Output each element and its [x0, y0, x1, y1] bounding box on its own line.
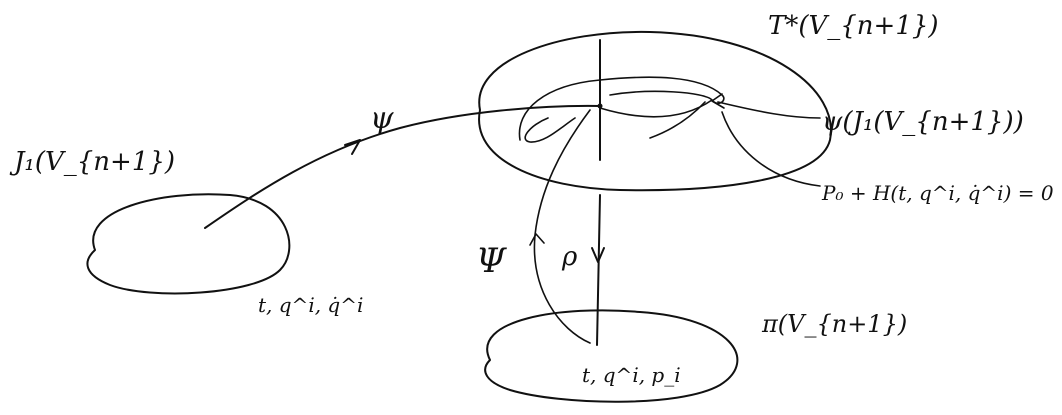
psi-map-label: ψ	[370, 101, 394, 136]
jet-space-label: J₁(V_{n+1})	[9, 147, 175, 177]
rho-map-label: ρ	[561, 242, 578, 272]
jet-coords-label: t, q^i, q̇^i	[258, 293, 363, 317]
rho-projection-line	[596, 194, 601, 346]
constraint-label-line	[721, 111, 821, 187]
Psi-arrowhead	[529, 233, 545, 246]
Psi-map-curve	[533, 109, 591, 344]
image-of-psi-label: ψ(J₁(V_{n+1}))	[822, 107, 1024, 137]
cotangent-bundle-outer-ellipse	[478, 30, 832, 192]
inner-hook	[524, 117, 576, 143]
hypersurface-loop	[518, 76, 725, 141]
phase-space-ellipse	[484, 309, 739, 403]
constraint-label: P₀ + H(t, q^i, q̇^i) = 0	[821, 181, 1054, 205]
image-label-arrowhead	[711, 93, 725, 109]
image-curve	[599, 99, 713, 118]
psi-map-curve	[204, 104, 601, 229]
image-label-arrow	[717, 101, 821, 119]
Psi-map-label: Ψ	[476, 241, 507, 281]
inner-stroke-right	[649, 101, 706, 139]
phase-space-label: π(V_{n+1})	[761, 310, 907, 338]
psi-arrowhead	[344, 139, 361, 155]
cotangent-bundle-label: T*(V_{n+1})	[768, 11, 939, 41]
rho-arrowhead	[591, 247, 605, 263]
phase-coords-label: t, q^i, p_i	[582, 363, 681, 387]
jet-space-ellipse	[86, 193, 291, 295]
